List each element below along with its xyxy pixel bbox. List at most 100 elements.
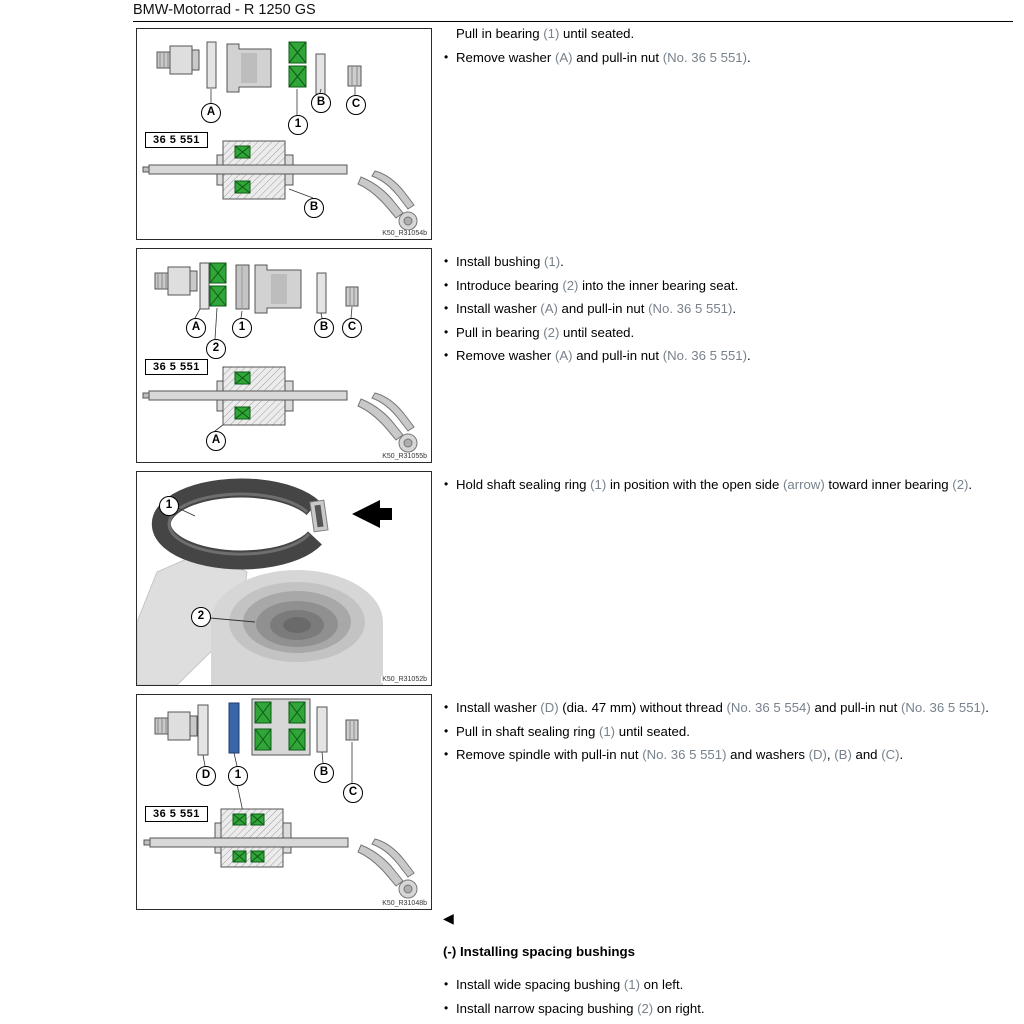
reference-text: (No. 36 5 551) bbox=[662, 348, 748, 363]
callout-B2: B bbox=[304, 198, 324, 218]
instruction-text: Remove washer (A) and pull-in nut (No. 3… bbox=[456, 49, 751, 65]
bullet: • bbox=[444, 277, 449, 292]
callout-D: D bbox=[196, 766, 216, 786]
housing-bore bbox=[137, 549, 383, 685]
callout-1: 1 bbox=[288, 115, 308, 135]
instruction-text: Install washer (A) and pull-in nut (No. … bbox=[456, 301, 737, 316]
callout-1: 1 bbox=[228, 766, 248, 786]
reference-text: (D) bbox=[808, 747, 827, 762]
callout-B: B bbox=[311, 93, 331, 113]
bearing-green bbox=[254, 701, 306, 751]
bullet: • bbox=[444, 700, 449, 714]
figure-code: K50_R31052b bbox=[381, 676, 428, 683]
instruction-text: Pull in bearing (1) until seated. bbox=[456, 26, 635, 41]
technical-drawing bbox=[142, 41, 418, 231]
bullet: • bbox=[444, 1000, 449, 1015]
assembled-view bbox=[142, 366, 348, 426]
pull-in-tool bbox=[357, 838, 418, 899]
bullet: • bbox=[444, 977, 449, 991]
figure-code: K50_R31055b bbox=[381, 453, 428, 460]
pull-in-tool bbox=[357, 170, 418, 231]
callout-B: B bbox=[314, 763, 334, 783]
exploded-parts bbox=[156, 41, 362, 95]
bullet: • bbox=[444, 723, 449, 738]
reference-text: (No. 36 5 551) bbox=[900, 700, 986, 715]
bullet: • bbox=[444, 747, 449, 761]
section-heading: (-) Installing spacing bushings bbox=[443, 944, 636, 959]
reference-text: (No. 36 5 551) bbox=[642, 747, 727, 762]
leader-lines bbox=[177, 507, 256, 623]
instruction-item: • Pull in shaft sealing ring (1) until se… bbox=[443, 720, 1017, 744]
instruction-item: •Pull in bearing (2) until seated. bbox=[443, 321, 1017, 345]
reference-text: (2) bbox=[543, 324, 560, 340]
leader-lines bbox=[210, 87, 356, 199]
exploded-parts bbox=[154, 698, 359, 756]
reference-text: (A) bbox=[554, 49, 573, 65]
reference-text: (D) bbox=[540, 700, 559, 715]
reference-text: (A) bbox=[540, 301, 558, 316]
figure-panel-1: A B C 1 B 36 5 551 K50_R31054b bbox=[136, 28, 432, 240]
assembled-view bbox=[142, 140, 348, 200]
instruction-item: • Install washer (D) (dia. 47 mm) without… bbox=[443, 696, 1017, 720]
instruction-item: • Install washer (A) and pull-in nut (No.… bbox=[443, 297, 1017, 321]
bearing-green bbox=[209, 262, 227, 307]
page-title: BMW-Motorrad - R 1250 GS bbox=[133, 2, 1013, 22]
assembled-view bbox=[143, 808, 349, 868]
back-marker-icon: ◀ bbox=[443, 910, 454, 926]
instruction-text: Remove spindle with pull-in nut (No. 36 … bbox=[456, 747, 904, 762]
reference-text: (1) bbox=[590, 477, 607, 492]
bullet: • bbox=[444, 301, 449, 315]
instruction-text: Install narrow spacing bushing (2) on ri… bbox=[456, 1000, 705, 1016]
figure-code: K50_R31054b bbox=[381, 230, 428, 237]
callout-C: C bbox=[346, 95, 366, 115]
instruction-text: Pull in bearing (2) until seated. bbox=[456, 324, 635, 340]
callout-A: A bbox=[201, 103, 221, 123]
bearing-green bbox=[288, 41, 307, 88]
reference-text: (B) bbox=[834, 747, 852, 762]
instruction-text: Install wide spacing bushing (1) on left… bbox=[456, 977, 684, 992]
bullet: • bbox=[444, 477, 449, 491]
instruction-text: Pull in shaft sealing ring (1) until sea… bbox=[456, 723, 690, 739]
callout-2: 2 bbox=[206, 339, 226, 359]
reference-text: (2) bbox=[562, 277, 579, 293]
reference-text: (arrow) bbox=[782, 477, 825, 492]
callout-A: A bbox=[186, 318, 206, 338]
leader-lines bbox=[202, 742, 353, 813]
reference-text: (1) bbox=[598, 723, 616, 739]
technical-drawing bbox=[142, 262, 418, 453]
figure-panel-3: 1 2 K50_R31052b bbox=[136, 471, 432, 686]
instruction-item: •Introduce bearing (2) into the inner be… bbox=[443, 274, 1017, 298]
instruction-text: Hold shaft sealing ring (1) in position … bbox=[456, 477, 973, 492]
instruction-block-4: • Install washer (D) (dia. 47 mm) without… bbox=[443, 696, 1017, 767]
reference-text: (No. 36 5 551) bbox=[662, 49, 748, 65]
instruction-block-1: Pull in bearing (1) until seated. • Remov… bbox=[443, 22, 1017, 69]
instruction-block-3: • Hold shaft sealing ring (1) in position… bbox=[443, 473, 1017, 497]
instruction-item: Pull in bearing (1) until seated. bbox=[443, 22, 1017, 46]
instruction-text: Install washer (D) (dia. 47 mm) without … bbox=[456, 700, 989, 715]
tool-number-label: 36 5 551 bbox=[145, 806, 208, 822]
reference-text: (A) bbox=[554, 348, 573, 363]
instruction-item: •Install bushing (1). bbox=[443, 250, 1017, 274]
reference-text: (1) bbox=[543, 254, 561, 269]
exploded-parts bbox=[154, 262, 359, 314]
seal-ring-blue bbox=[228, 702, 240, 754]
instruction-block-2: •Install bushing (1). •Introduce bearing… bbox=[443, 250, 1017, 368]
instruction-block-footer: • Install wide spacing bushing (1) on lef… bbox=[443, 973, 1017, 1020]
instruction-item: • Hold shaft sealing ring (1) in position… bbox=[443, 473, 1017, 497]
callout-B: B bbox=[314, 318, 334, 338]
reference-text: (1) bbox=[543, 26, 560, 41]
callout-2: 2 bbox=[191, 607, 211, 627]
callout-1: 1 bbox=[232, 318, 252, 338]
tool-number-label: 36 5 551 bbox=[145, 132, 208, 148]
instruction-item: • Remove washer (A) and pull-in nut (No. … bbox=[443, 46, 1017, 70]
pull-in-tool bbox=[357, 392, 418, 453]
reference-text: (No. 36 5 554) bbox=[726, 700, 811, 715]
bullet: • bbox=[444, 49, 449, 64]
reference-text: (No. 36 5 551) bbox=[648, 301, 733, 316]
figure-panel-4: D 1 B C 36 5 551 K50_R31048b bbox=[136, 694, 432, 910]
bullet: • bbox=[444, 348, 449, 362]
instruction-item: • Install narrow spacing bushing (2) on r… bbox=[443, 997, 1017, 1021]
instruction-item: • Remove spindle with pull-in nut (No. 36… bbox=[443, 743, 1017, 767]
instruction-item: • Install wide spacing bushing (1) on lef… bbox=[443, 973, 1017, 997]
